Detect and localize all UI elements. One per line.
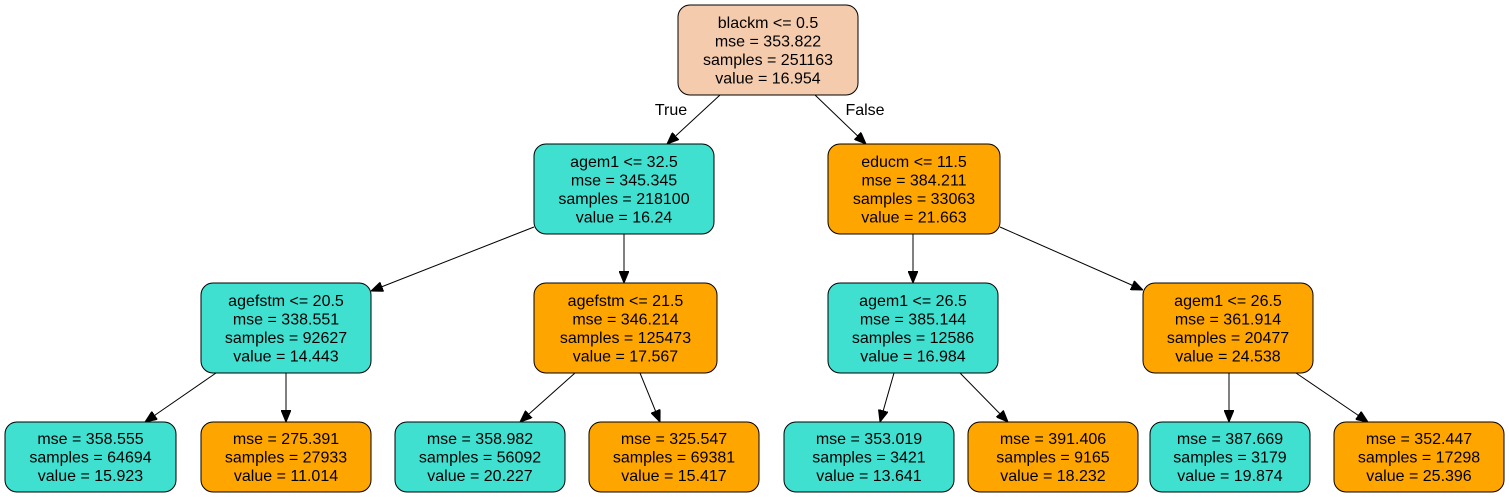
node-line: value = 24.538: [1175, 348, 1281, 365]
node-line: samples = 12586: [852, 330, 974, 347]
edge-n0-n2: [814, 94, 866, 144]
node-line: samples = 251163: [703, 52, 833, 69]
node-line: agefstm <= 20.5: [228, 293, 344, 310]
node-box: [200, 421, 372, 493]
node-line: value = 15.923: [38, 468, 144, 485]
node-line: value = 17.567: [573, 348, 679, 365]
node-line: samples = 64694: [29, 450, 151, 467]
node-line: agefstm <= 21.5: [568, 293, 684, 310]
node-line: samples = 3179: [1173, 450, 1287, 467]
node-line: mse = 361.914: [1175, 311, 1281, 328]
node-line: value = 19.874: [1177, 468, 1283, 485]
node-line: samples = 27933: [225, 450, 347, 467]
node-line: value = 16.954: [715, 70, 821, 87]
node-box: [533, 143, 715, 235]
node-box: [827, 282, 999, 374]
node-line: mse = 275.391: [233, 431, 339, 448]
node-box: [4, 421, 177, 493]
node-box: [967, 421, 1139, 493]
node-box: [588, 421, 760, 493]
node-line: blackm <= 0.5: [718, 15, 819, 32]
node-line: samples = 33063: [853, 191, 975, 208]
edges-layer: True False: [145, 94, 1368, 422]
node-line: value = 21.663: [861, 209, 967, 226]
node-box: [1142, 282, 1314, 374]
node-line: mse = 384.211: [861, 172, 966, 189]
edge-n5-n12: [959, 372, 1008, 422]
node-line: samples = 17298: [1358, 450, 1480, 467]
edge-n6-n14: [1295, 372, 1368, 422]
node-line: samples = 3421: [812, 450, 926, 467]
node-line: value = 13.641: [816, 468, 922, 485]
node-line: value = 18.232: [1000, 468, 1106, 485]
edge-label-false: False: [845, 102, 884, 119]
node-line: mse = 353.019: [816, 431, 922, 448]
edge-n4-n9: [520, 372, 576, 422]
node-line: value = 15.417: [621, 468, 727, 485]
node-line: value = 25.396: [1366, 468, 1472, 485]
node-line: mse = 358.982: [427, 431, 533, 448]
node-line: agem1 <= 26.5: [1174, 293, 1282, 310]
node-line: value = 16.984: [860, 348, 966, 365]
node-line: samples = 56092: [419, 450, 541, 467]
edge-n3-n7: [145, 372, 217, 422]
node-line: mse = 338.551: [233, 311, 339, 328]
edge-label-true: True: [655, 102, 687, 119]
node-line: samples = 20477: [1167, 330, 1289, 347]
node-line: mse = 352.447: [1366, 431, 1472, 448]
node-line: mse = 325.547: [621, 431, 727, 448]
edge-n1-n3: [371, 226, 535, 291]
edge-n4-n10: [639, 372, 660, 422]
node-box: [677, 4, 859, 96]
node-line: mse = 353.822: [715, 33, 821, 50]
edge-n0-n1: [667, 94, 721, 144]
node-line: samples = 218100: [558, 191, 689, 208]
node-box: [827, 143, 1001, 235]
node-line: value = 14.443: [233, 348, 339, 365]
edge-n5-n11: [880, 372, 895, 422]
node-line: mse = 385.144: [860, 311, 966, 328]
node-line: mse = 345.345: [571, 172, 677, 189]
node-box: [200, 282, 372, 374]
node-box: [1149, 421, 1311, 493]
node-line: mse = 387.669: [1177, 431, 1283, 448]
node-line: samples = 92627: [225, 330, 347, 347]
node-line: value = 20.227: [427, 468, 533, 485]
node-line: agem1 <= 32.5: [570, 154, 678, 171]
node-line: agem1 <= 26.5: [859, 293, 967, 310]
node-line: value = 11.014: [234, 468, 338, 485]
node-box: [533, 282, 718, 374]
node-box: [1333, 421, 1505, 493]
node-box: [394, 421, 566, 493]
node-line: samples = 125473: [560, 330, 691, 347]
node-line: value = 16.24: [576, 209, 673, 226]
node-line: educm <= 11.5: [861, 154, 967, 171]
edge-n2-n6: [999, 226, 1143, 290]
node-line: samples = 9165: [996, 450, 1110, 467]
node-box: [783, 421, 955, 493]
node-line: mse = 391.406: [1000, 431, 1106, 448]
node-line: samples = 69381: [613, 450, 735, 467]
node-line: mse = 358.555: [37, 431, 143, 448]
node-line: mse = 346.214: [572, 311, 678, 328]
